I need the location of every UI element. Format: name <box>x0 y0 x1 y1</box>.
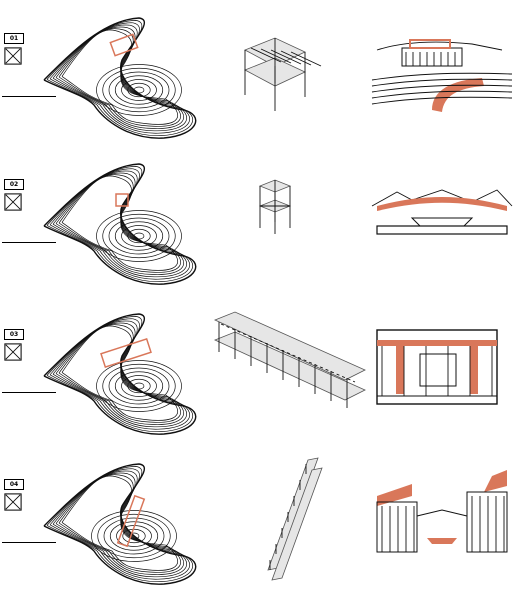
site-highlight <box>115 193 129 207</box>
perspective-view <box>371 39 513 112</box>
topography-contours <box>43 313 197 435</box>
site-plan <box>43 463 197 585</box>
perspective-sketch <box>376 470 508 553</box>
underline-rule <box>2 542 56 543</box>
perspective-sketch <box>371 189 513 235</box>
perspective-view <box>376 329 498 405</box>
site-highlight <box>100 337 152 369</box>
drawing-row-1: 01 <box>0 17 527 168</box>
row-tag: 04 <box>4 479 24 490</box>
underline-rule <box>2 242 56 243</box>
row-tag: 02 <box>4 179 24 190</box>
site-highlight <box>109 33 139 57</box>
perspective-view <box>376 470 508 553</box>
structure-frame <box>244 37 322 111</box>
row-tag: 01 <box>4 33 24 44</box>
site-plan <box>43 313 197 435</box>
structure-model <box>267 457 323 581</box>
topography-contours <box>43 163 197 285</box>
drawing-row-4: 04 <box>0 457 527 614</box>
cross-box-icon <box>4 47 22 65</box>
perspective-sketch <box>376 329 498 405</box>
perspective-view <box>371 189 513 235</box>
site-plan <box>43 17 197 139</box>
underline-rule <box>2 96 56 97</box>
diagram-sheet: 01 02 03 04 <box>0 17 527 585</box>
cross-box-icon <box>4 343 22 361</box>
structure-model <box>244 37 322 111</box>
structure-model <box>258 179 292 234</box>
topography-contours <box>43 463 197 585</box>
structure-frame <box>213 311 366 408</box>
site-highlight <box>116 494 146 548</box>
drawing-row-2: 02 <box>0 163 527 314</box>
drawing-row-3: 03 <box>0 311 527 464</box>
structure-frame <box>258 179 292 234</box>
structure-frame <box>267 457 323 581</box>
topography-contours <box>43 17 197 139</box>
underline-rule <box>2 392 56 393</box>
perspective-sketch <box>371 39 513 112</box>
row-tag: 03 <box>4 329 24 340</box>
site-plan <box>43 163 197 285</box>
cross-box-icon <box>4 193 22 211</box>
cross-box-icon <box>4 493 22 511</box>
structure-model <box>213 311 366 408</box>
